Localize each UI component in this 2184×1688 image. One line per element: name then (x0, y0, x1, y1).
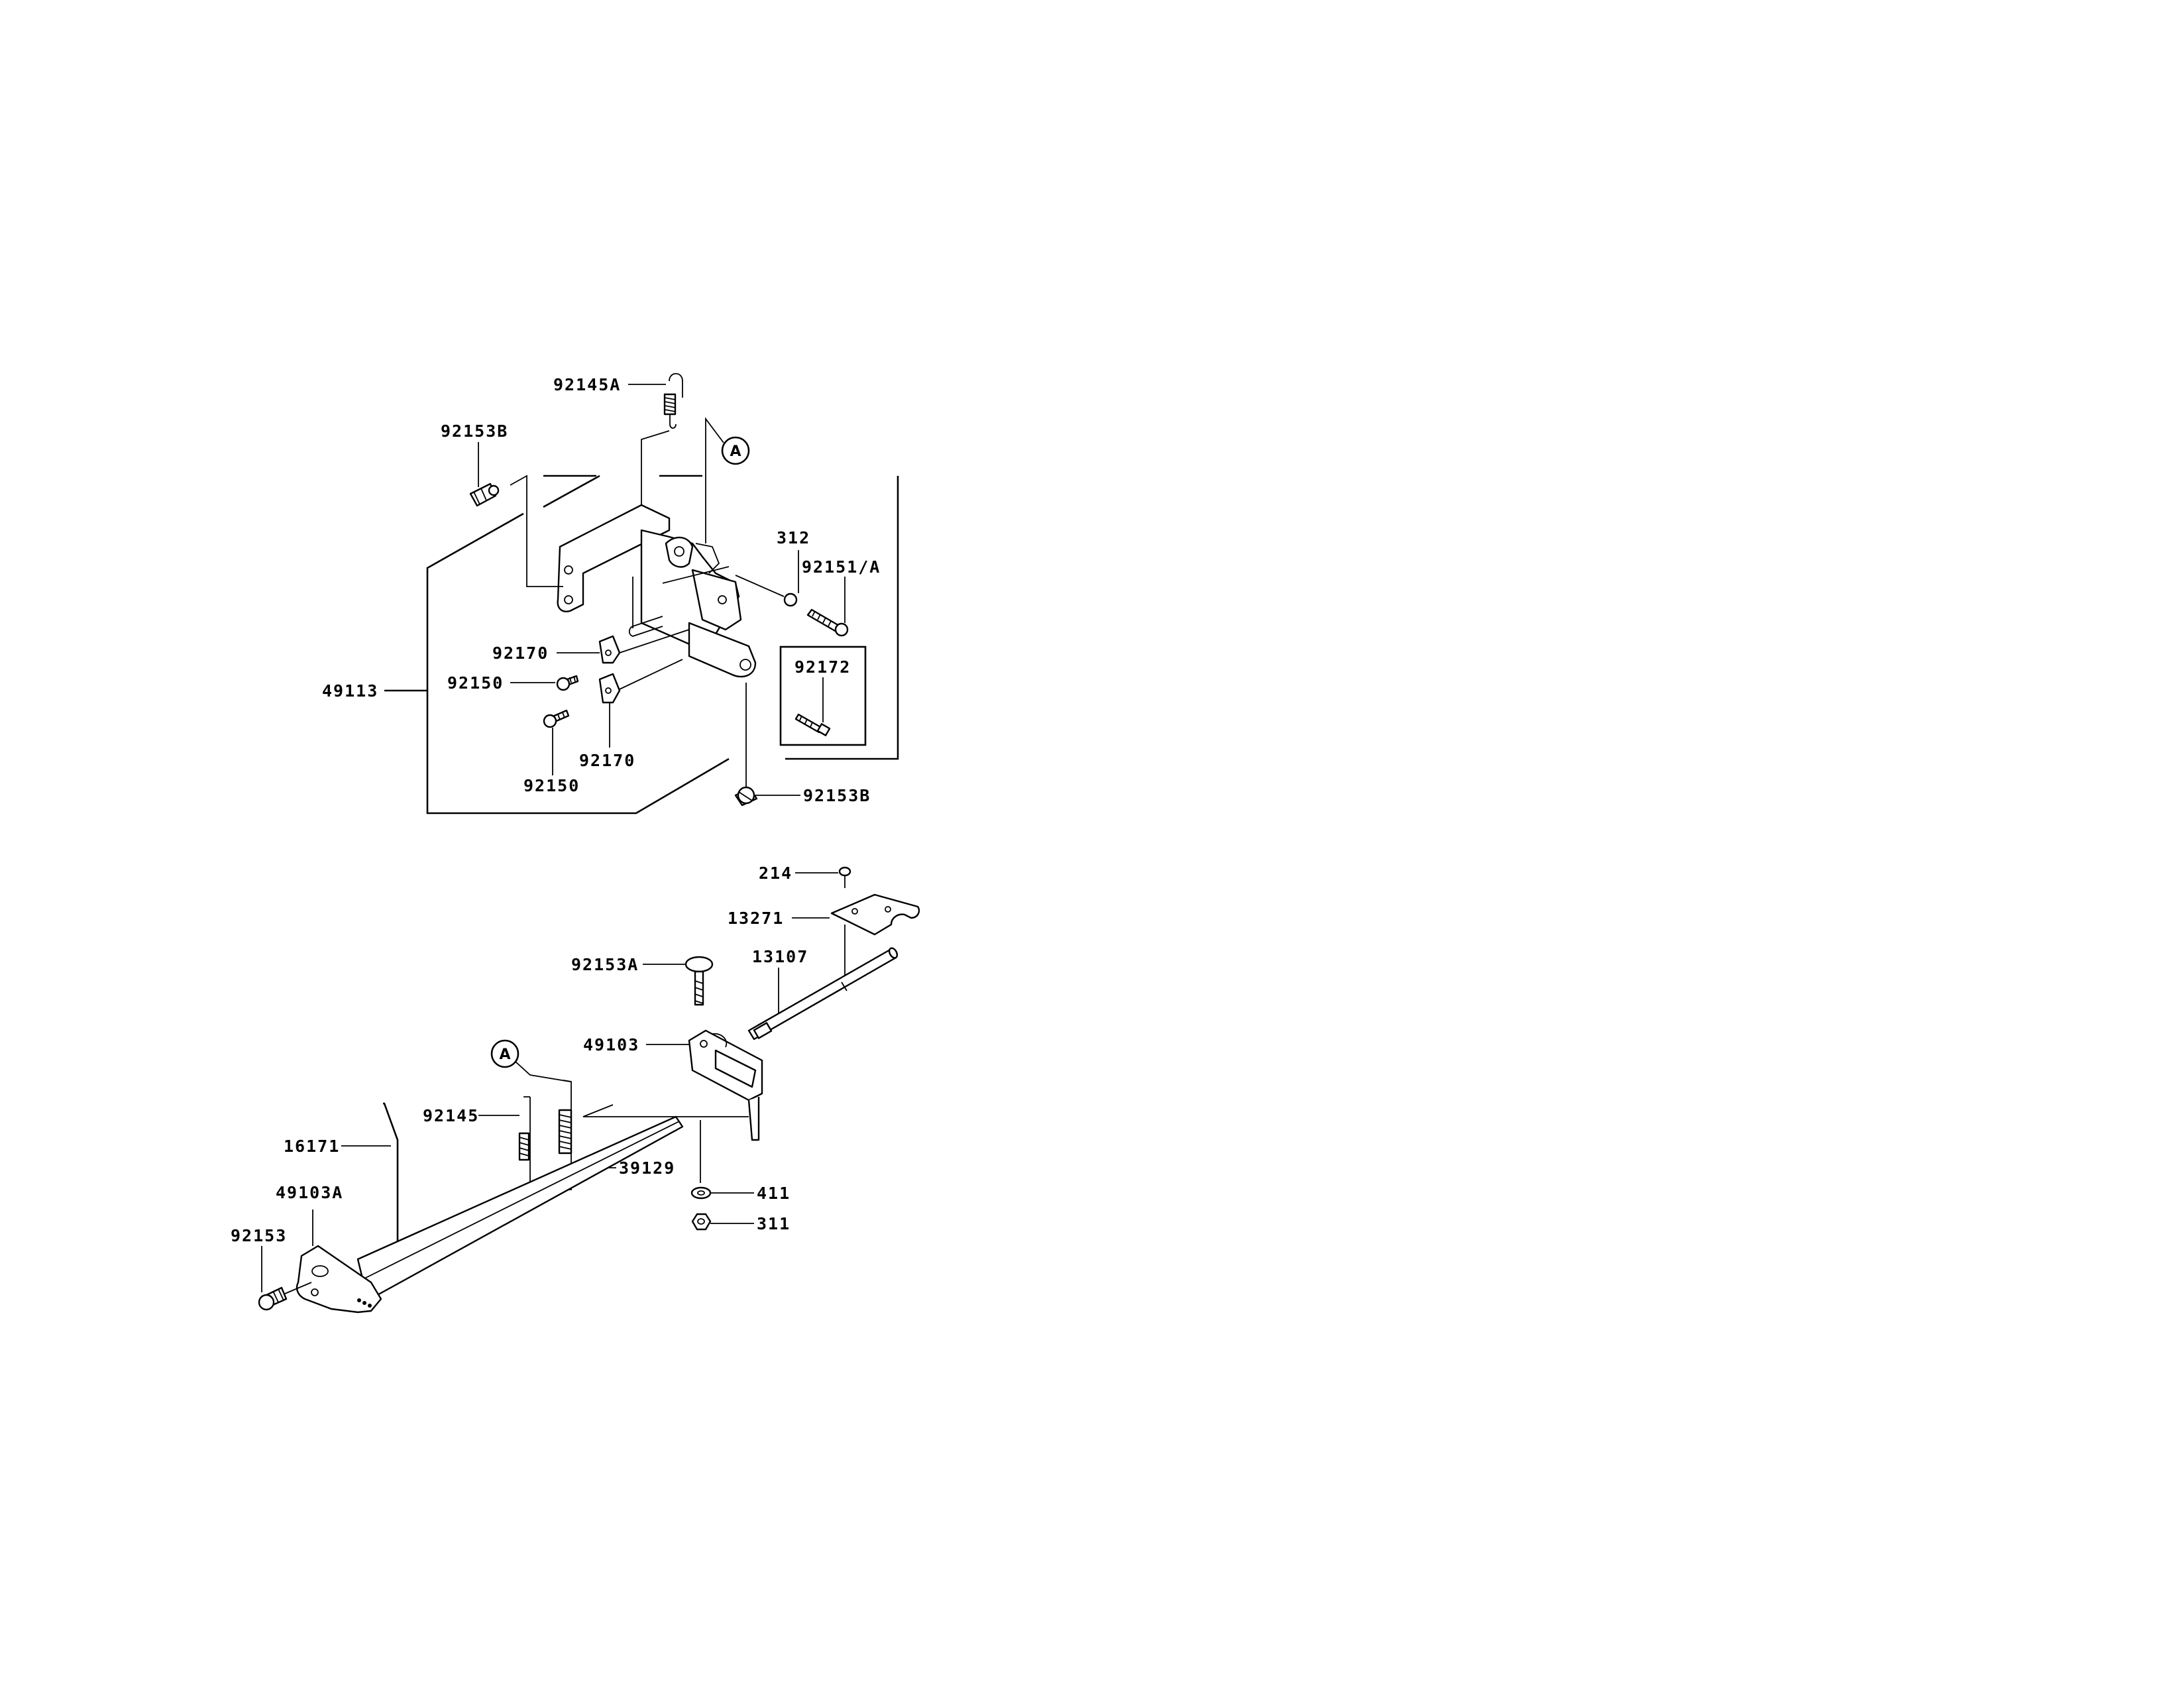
bolt-92153b-bottom (734, 786, 758, 807)
bolt-92153b-top (469, 482, 500, 507)
spring-92145a (663, 372, 683, 429)
label-92150-upper: 92150 (447, 673, 504, 693)
lower-assembly: A (231, 864, 920, 1314)
label-92150-lower: 92150 (523, 776, 580, 795)
label-411: 411 (757, 1184, 791, 1203)
ref-circle-a-top (721, 436, 750, 465)
label-92145a: 92145A (553, 375, 621, 394)
label-49103: 49103 (583, 1035, 639, 1054)
plate-92170-upper (598, 635, 621, 664)
label-39129: 39129 (619, 1158, 675, 1178)
label-13107: 13107 (752, 947, 808, 966)
label-92151a: 92151/A (802, 557, 881, 577)
nut-312 (783, 592, 798, 607)
label-92153b-top: 92153B (441, 422, 508, 441)
screw-214 (838, 866, 851, 888)
upper-assembly: A (322, 372, 899, 815)
ref-a-bottom-leader (515, 1061, 571, 1082)
washer-411 (690, 1186, 712, 1200)
bolt-top-guide (510, 475, 563, 587)
nut-312-guide (735, 575, 785, 597)
screw-92151a (806, 608, 849, 637)
label-311: 311 (757, 1214, 791, 1233)
label-92153b-bottom: 92153B (803, 786, 871, 805)
label-49103a: 49103A (276, 1183, 343, 1202)
plate-guide-1 (619, 629, 690, 653)
box-92172 (779, 646, 867, 746)
lever-49103 (688, 1029, 763, 1141)
ref-letter-a-top: A (730, 443, 741, 460)
screw-92150-upper (556, 675, 579, 691)
ref-letter-a-bottom: A (499, 1046, 510, 1063)
label-92153a: 92153A (571, 955, 639, 974)
lever-link-guide-2 (582, 1104, 614, 1117)
ref-circle-a-bottom (490, 1039, 519, 1068)
plate-13271 (830, 893, 920, 936)
label-16171: 16171 (284, 1137, 340, 1156)
assembly-frame-main (426, 475, 899, 815)
plate-guide-2 (619, 659, 683, 690)
label-92170-lower: 92170 (579, 751, 635, 770)
label-92153: 92153 (231, 1226, 287, 1245)
spring-39129 (558, 1109, 573, 1154)
ref-a-top-leader (705, 417, 724, 543)
spring-92145 (518, 1132, 530, 1161)
label-49113: 49113 (322, 681, 378, 701)
shaft-13107 (747, 947, 899, 1041)
bolt-92153 (258, 1286, 288, 1311)
bolt-92153-guide (284, 1282, 312, 1294)
label-92145: 92145 (423, 1106, 479, 1125)
bolt-92153a (684, 956, 714, 1006)
cross-shaft-edge (362, 1121, 680, 1280)
label-92170-upper: 92170 (492, 644, 549, 663)
label-214: 214 (759, 864, 792, 883)
washer-411-hole (697, 1190, 705, 1196)
screw-92172 (794, 713, 831, 736)
label-312: 312 (777, 528, 810, 547)
control-bracket (557, 504, 757, 678)
label-13271: 13271 (728, 909, 784, 928)
label-92172: 92172 (794, 657, 851, 677)
plate-92170-lower (598, 673, 621, 704)
nut-311 (691, 1213, 712, 1231)
lever-49103a (296, 1245, 382, 1314)
screw-92150-lower (543, 709, 570, 728)
